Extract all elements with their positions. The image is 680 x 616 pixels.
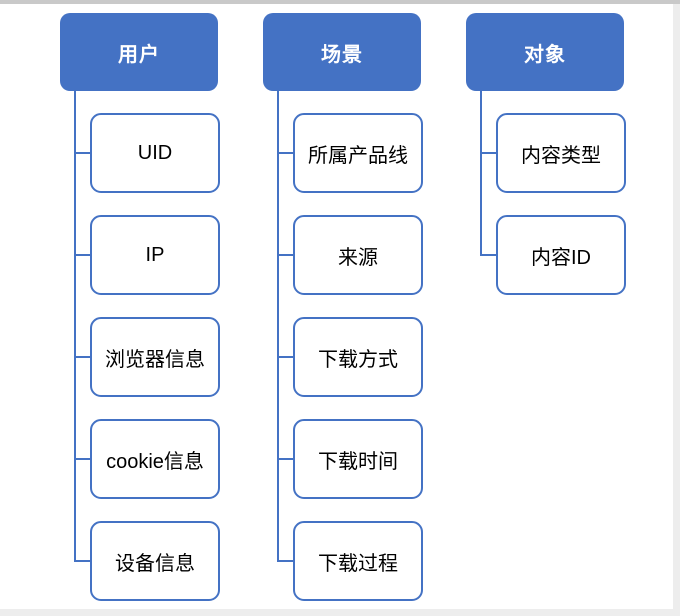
child-node-box: UID: [90, 113, 220, 193]
child-node-box: IP: [90, 215, 220, 295]
top-border: [0, 0, 680, 4]
connector-stub-line: [277, 356, 293, 358]
child-node-label: 设备信息: [115, 552, 195, 575]
child-node-box: 所属产品线: [293, 113, 423, 193]
child-node-box: 内容类型: [496, 113, 626, 193]
group-title: 场景: [321, 43, 363, 66]
child-node-label: IP: [145, 243, 165, 266]
child-node-box: 设备信息: [90, 521, 220, 601]
group-header-box: 对象: [466, 13, 624, 91]
group-title: 对象: [524, 43, 566, 66]
connector-stub-line: [277, 254, 293, 256]
child-node-label: 下载过程: [318, 552, 398, 575]
connector-stub-line: [74, 356, 90, 358]
connector-vertical-line: [480, 91, 482, 256]
child-node-label: UID: [137, 141, 173, 164]
child-node-box: 下载过程: [293, 521, 423, 601]
connector-stub-line: [277, 152, 293, 154]
child-node-label: 内容类型: [521, 144, 601, 167]
connector-vertical-line: [277, 91, 279, 562]
child-node-label: 浏览器信息: [105, 348, 205, 371]
connector-stub-line: [74, 152, 90, 154]
child-node-box: 下载方式: [293, 317, 423, 397]
connector-stub-line: [277, 458, 293, 460]
child-node-label: 所属产品线: [308, 144, 408, 167]
group-header-box: 用户: [60, 13, 218, 91]
child-node-label: 来源: [338, 246, 378, 269]
connector-stub-line: [480, 152, 496, 154]
connector-stub-line: [277, 560, 293, 562]
connector-stub-line: [74, 458, 90, 460]
connector-stub-line: [74, 254, 90, 256]
connector-stub-line: [74, 560, 90, 562]
child-node-label: 下载时间: [318, 450, 398, 473]
group-title: 用户: [118, 43, 160, 66]
child-node-box: 来源: [293, 215, 423, 295]
child-node-box: 内容ID: [496, 215, 626, 295]
right-page-edge: [673, 4, 680, 616]
connector-vertical-line: [74, 91, 76, 562]
child-node-box: cookie信息: [90, 419, 220, 499]
bottom-page-edge: [0, 609, 673, 616]
child-node-label: cookie信息: [106, 450, 204, 473]
group-header-box: 场景: [263, 13, 421, 91]
child-node-box: 浏览器信息: [90, 317, 220, 397]
child-node-label: 内容ID: [531, 246, 591, 269]
child-node-box: 下载时间: [293, 419, 423, 499]
connector-stub-line: [480, 254, 496, 256]
child-node-label: 下载方式: [318, 348, 398, 371]
